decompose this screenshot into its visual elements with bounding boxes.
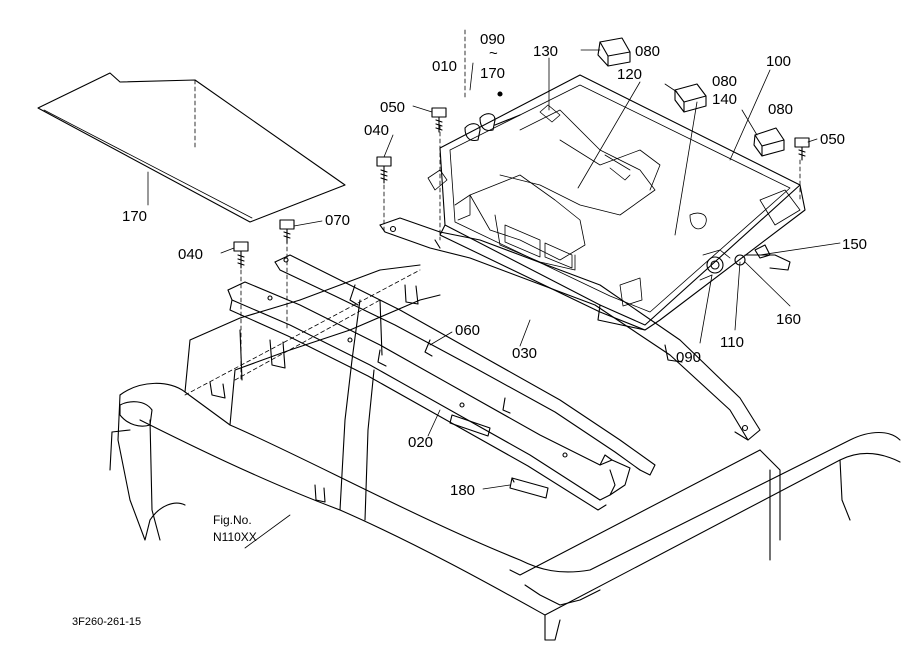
cushion-020	[449, 414, 491, 437]
label-070: 070	[325, 212, 350, 229]
label-150: 150	[842, 236, 867, 253]
label-040-upper: 040	[364, 122, 389, 139]
label-040-lower: 040	[178, 246, 203, 263]
label-180: 180	[450, 482, 475, 499]
figure-reference: Fig.No. N110XX	[213, 513, 257, 544]
label-110: 110	[720, 334, 744, 351]
part-labels: 170 010 090 ~ 170 130 120 080 080 140 10…	[122, 31, 867, 499]
leader-lines	[147, 49, 841, 549]
label-080-mid: 080	[712, 73, 737, 90]
label-160: 160	[776, 311, 801, 328]
label-050-left: 050	[380, 99, 405, 116]
drawing-number: 3F260-261-15	[72, 616, 141, 628]
label-120: 120	[617, 66, 642, 83]
label-090-range-end: 170	[480, 65, 505, 82]
label-090-range-tilde: ~	[489, 45, 498, 62]
label-010: 010	[432, 58, 457, 75]
label-090-lower: 090	[676, 349, 701, 366]
bracket-030	[379, 217, 761, 441]
label-030: 030	[512, 345, 537, 362]
fig-number: N110XX	[213, 530, 257, 544]
label-080-right: 080	[768, 101, 793, 118]
label-140: 140	[712, 91, 737, 108]
pad-180	[509, 477, 549, 499]
label-090-range-start: 090	[480, 31, 505, 48]
bolts	[233, 107, 810, 269]
label-170-mat: 170	[122, 208, 147, 225]
tractor-frame	[109, 264, 901, 641]
fig-label: Fig.No.	[213, 513, 252, 527]
channel-020	[227, 281, 631, 511]
label-130: 130	[533, 43, 558, 60]
label-020: 020	[408, 434, 433, 451]
alignment-lines	[184, 29, 801, 396]
label-080-top: 080	[635, 43, 660, 60]
control-unit-100	[427, 74, 806, 331]
label-060: 060	[455, 322, 480, 339]
floor-mat-170	[37, 72, 346, 223]
label-100: 100	[766, 53, 791, 70]
bracket-060	[274, 254, 656, 476]
label-050-right: 050	[820, 131, 845, 148]
